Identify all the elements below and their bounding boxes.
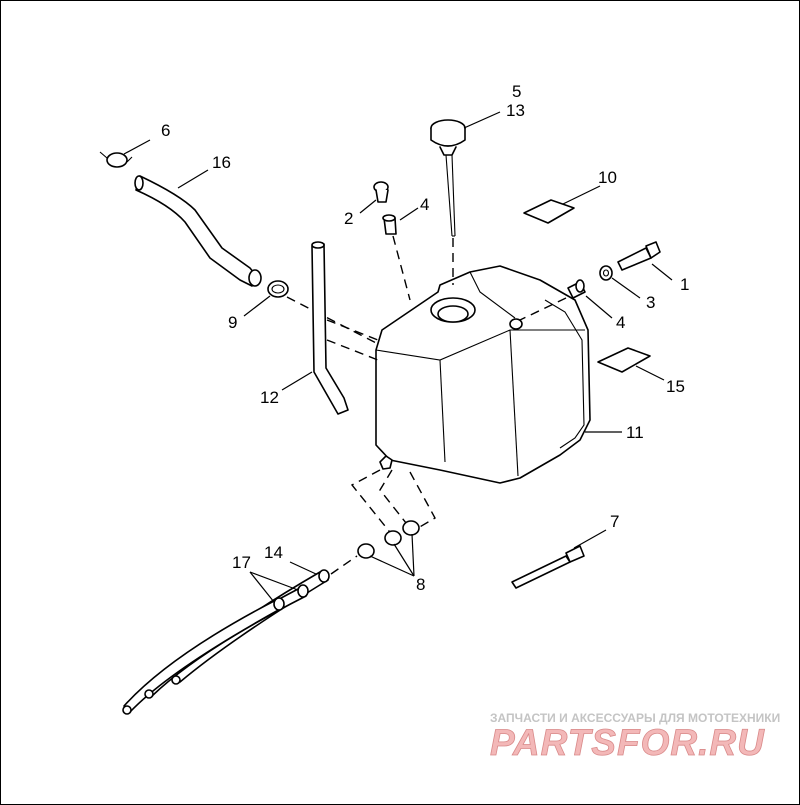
lower-hoses	[122, 569, 330, 715]
callout-10: 10	[598, 168, 617, 187]
washer-3	[599, 265, 613, 281]
callout-16: 16	[212, 153, 231, 172]
callout-6: 6	[161, 121, 170, 140]
callout-15: 15	[666, 377, 685, 396]
callout-17: 17	[232, 553, 251, 572]
leader-lines	[123, 111, 673, 603]
spacer-4-right	[519, 279, 586, 321]
callout-7: 7	[610, 512, 619, 531]
bolt-1	[617, 241, 661, 271]
upper-hose	[134, 175, 262, 287]
oil-tank	[375, 265, 591, 484]
watermark-brand: PARTSFOR.RU	[490, 722, 765, 763]
callout-12: 12	[260, 388, 279, 407]
callout-11: 11	[626, 423, 644, 442]
clamp-9	[267, 280, 381, 346]
callout-4-top: 4	[420, 195, 429, 214]
watermark-tagline: ЗАПЧАСТИ И АКСЕССУАРЫ ДЛЯ МОТОТЕХНИКИ	[490, 711, 780, 725]
clamps-8	[330, 469, 436, 575]
dipstick-cap	[430, 119, 466, 285]
callout-2: 2	[344, 209, 353, 228]
label-10	[523, 199, 575, 224]
cable-tie	[511, 545, 585, 589]
callout-numbers: 1 2 3 4 4 5 6 7 8 9 10 11 12 13 14 15 16…	[161, 82, 689, 594]
callout-4-right: 4	[616, 313, 625, 332]
callout-9: 9	[228, 313, 237, 332]
spacer-4-top	[382, 214, 411, 301]
callout-1: 1	[680, 275, 689, 294]
screw-2	[373, 181, 389, 203]
vent-hose	[311, 241, 379, 415]
callout-13: 13	[506, 101, 525, 120]
callout-8: 8	[416, 575, 425, 594]
callout-3: 3	[646, 293, 655, 312]
callout-14: 14	[264, 543, 283, 562]
label-15	[597, 347, 651, 373]
watermark: ЗАПЧАСТИ И АКСЕССУАРЫ ДЛЯ МОТОТЕХНИКИ PA…	[490, 711, 781, 763]
callout-5: 5	[512, 82, 521, 101]
clamp-6	[99, 151, 133, 168]
